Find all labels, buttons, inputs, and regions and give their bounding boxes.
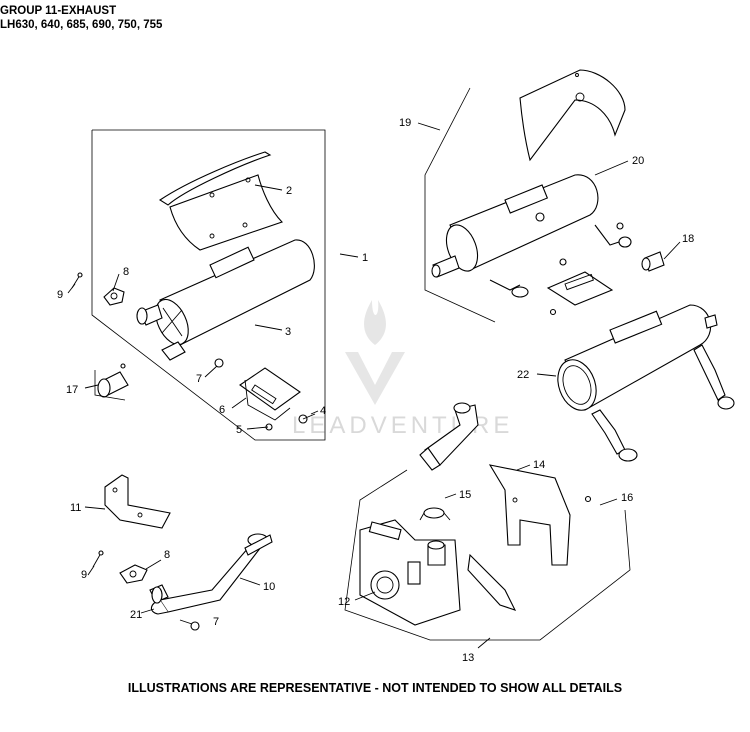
- callout-19: 19: [399, 117, 411, 129]
- model-list: LH630, 640, 685, 690, 750, 755: [0, 19, 163, 31]
- group-1-outline: [91, 129, 326, 441]
- callout-labels: 1 2 3 4 5 6 7 7 8 8 9 9 10 11 12 13 14 1…: [57, 117, 694, 664]
- flange-part-21: [149, 584, 169, 604]
- muffler-part-20: [431, 174, 632, 298]
- callout-18: 18: [682, 233, 694, 245]
- group-19-outline: [424, 87, 496, 323]
- callout-9-upper: 9: [57, 289, 63, 301]
- adapter-part-17: [94, 363, 129, 401]
- bracket-part-20-lower: [546, 258, 614, 316]
- callout-11: 11: [70, 502, 81, 514]
- pipe-part-10: [150, 533, 273, 615]
- callout-7-lower: 7: [213, 616, 219, 628]
- callout-20: 20: [632, 155, 644, 167]
- gasket-part-8-upper: [103, 287, 125, 306]
- elbow-pipe-part-13: [419, 402, 479, 471]
- callout-4: 4: [320, 405, 326, 417]
- callout-14: 14: [533, 459, 545, 471]
- gasket-part-8-lower: [119, 564, 148, 584]
- callout-9-lower: 9: [81, 569, 87, 581]
- hardware-part-16: [467, 495, 592, 611]
- callout-22: 22: [517, 369, 529, 381]
- callout-10: 10: [263, 581, 275, 593]
- clamp-part-15: [419, 507, 451, 521]
- callout-13: 13: [462, 652, 474, 664]
- bracket-part-6: [239, 367, 301, 421]
- muffler-part-12: [359, 519, 461, 626]
- callout-2: 2: [286, 185, 292, 197]
- muffler-part-3: [136, 239, 315, 361]
- disclaimer-note: ILLUSTRATIONS ARE REPRESENTATIVE - NOT I…: [127, 681, 623, 695]
- callout-17: 17: [66, 384, 78, 396]
- plug-part-18: [641, 251, 665, 272]
- bracket-part-14: [488, 464, 571, 566]
- group-13-outline: [344, 469, 631, 641]
- callout-5: 5: [236, 424, 242, 436]
- callout-16: 16: [621, 492, 633, 504]
- heat-shield-part-2: [158, 151, 284, 251]
- callout-8-upper: 8: [123, 266, 129, 278]
- heat-shield-part-19: [519, 69, 626, 162]
- callout-1: 1: [362, 252, 368, 264]
- callout-7-upper: 7: [196, 373, 202, 385]
- callout-6: 6: [219, 404, 225, 416]
- callout-3: 3: [285, 326, 291, 338]
- leader-lines: [67, 122, 681, 649]
- callout-21: 21: [130, 609, 142, 621]
- callout-8-lower: 8: [164, 549, 170, 561]
- hardware-parts-4-5-7: [214, 358, 316, 431]
- bracket-part-11: [104, 474, 171, 529]
- nut-part-7-lower: [190, 621, 200, 631]
- callout-15: 15: [459, 489, 471, 501]
- muffler-part-22: [557, 304, 735, 462]
- callout-12: 12: [338, 596, 350, 608]
- diagram-title: GROUP 11-EXHAUST: [0, 5, 117, 17]
- stud-part-9-lower: [92, 550, 104, 568]
